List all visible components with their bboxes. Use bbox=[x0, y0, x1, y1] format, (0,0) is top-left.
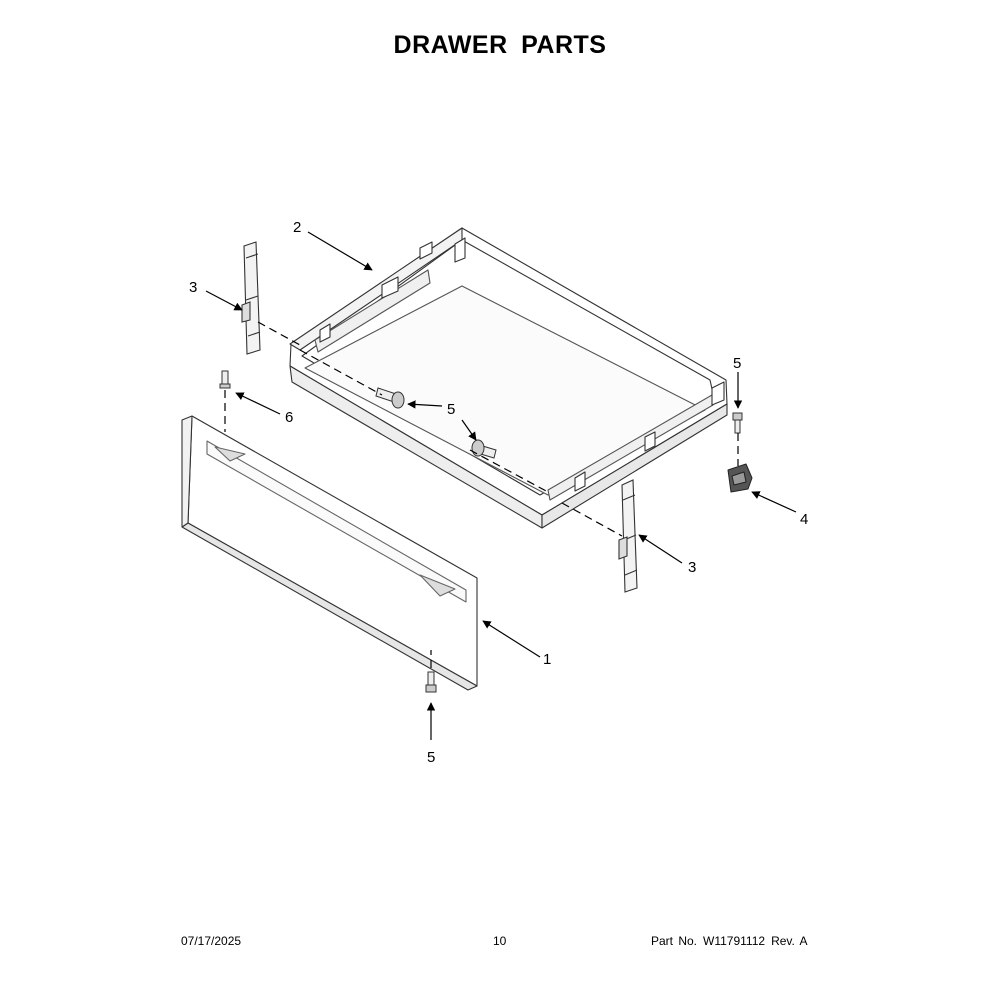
drawer-body bbox=[289, 227, 728, 529]
screw-bottom bbox=[425, 671, 437, 693]
drawer-bracket bbox=[727, 463, 753, 493]
screw-middle-2 bbox=[471, 439, 497, 459]
callout-drawer-front: 1 bbox=[543, 651, 551, 668]
drawer-slide-right bbox=[618, 479, 638, 593]
callout-slide-right: 3 bbox=[688, 559, 696, 576]
stud bbox=[219, 370, 231, 389]
footer-date: 07/17/2025 bbox=[181, 934, 242, 948]
drawer-front bbox=[181, 415, 478, 691]
revision: Rev. A bbox=[771, 934, 808, 948]
screw-middle bbox=[375, 387, 405, 409]
leader-arrows bbox=[205, 231, 797, 740]
screw-right bbox=[732, 412, 743, 434]
callout-screw-bottom: 5 bbox=[427, 749, 435, 766]
part-label: Part No. bbox=[651, 934, 698, 948]
drawer-slide-left bbox=[241, 241, 261, 355]
part-number: W11791112 bbox=[703, 934, 766, 948]
callout-screw-right: 5 bbox=[733, 355, 741, 372]
callout-drawer-body: 2 bbox=[293, 219, 301, 236]
callout-slide-left: 3 bbox=[189, 279, 197, 296]
callout-bracket: 4 bbox=[800, 511, 808, 528]
footer-page-number: 10 bbox=[493, 934, 507, 948]
callout-screw-middle: 5 bbox=[447, 401, 455, 418]
footer-part-info: Part No. W11791112 Rev. A bbox=[651, 934, 808, 948]
page-title: DRAWER PARTS bbox=[393, 31, 607, 59]
callout-stud: 6 bbox=[285, 409, 293, 426]
assembly-lines bbox=[224, 321, 739, 668]
